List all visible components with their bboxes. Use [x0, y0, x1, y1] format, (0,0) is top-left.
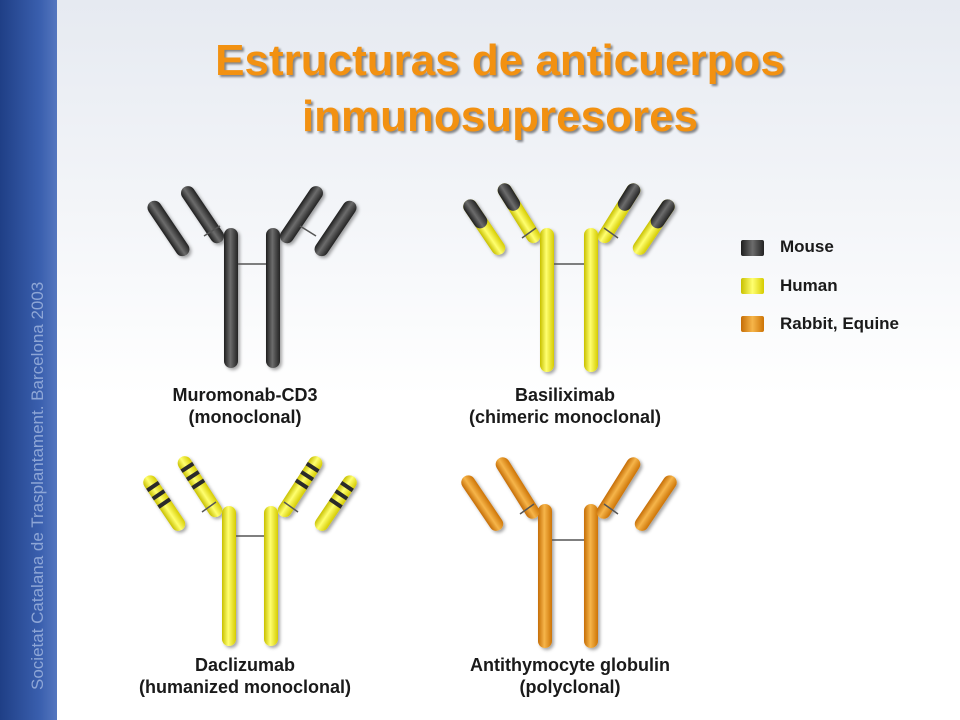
legend-swatch-mouse — [741, 240, 764, 256]
antibody-antithymocyte — [461, 457, 677, 648]
cdr-band — [294, 478, 309, 490]
caption-antithymocyte: Antithymocyte globulin (polyclonal) — [440, 654, 700, 698]
right-light-chain — [314, 200, 357, 257]
cdr-band — [151, 489, 166, 501]
cdr-band — [185, 470, 200, 482]
antibody-daclizumab-bonds — [201, 501, 299, 537]
page-title-line1: Estructuras de anticuerpos — [215, 36, 785, 85]
caption-muromonab-name: Muromonab-CD3 — [172, 385, 318, 405]
left-heavy-arm — [495, 457, 540, 519]
right-light-variable — [650, 199, 675, 229]
cdr-band — [157, 497, 172, 509]
caption-daclizumab: Daclizumab (humanized monoclonal) — [110, 654, 380, 698]
caption-muromonab-type: (monoclonal) — [188, 407, 302, 427]
antibody-basiliximab-bonds — [521, 227, 619, 265]
antibody-antithymocyte-bonds — [519, 503, 619, 541]
cdr-band — [146, 480, 160, 493]
left-heavy-arm — [177, 456, 223, 518]
caption-basiliximab-name: Basiliximab — [514, 385, 616, 405]
antibody-muromonab-bonds — [203, 225, 317, 265]
caption-daclizumab-name: Daclizumab — [194, 655, 296, 675]
right-heavy-arm — [596, 457, 641, 519]
left-light-chain — [147, 200, 190, 257]
caption-antithymocyte-type: (polyclonal) — [519, 677, 621, 697]
caption-antithymocyte-name: Antithymocyte globulin — [470, 655, 670, 675]
left-heavy-chain — [222, 506, 236, 646]
cdr-band — [340, 480, 354, 493]
legend-label-human: Human — [780, 276, 838, 295]
right-heavy-chain — [584, 228, 598, 372]
cdr-band — [300, 470, 315, 482]
right-light-chain — [634, 475, 677, 531]
cdr-band — [334, 489, 349, 501]
left-heavy-arm — [181, 186, 225, 244]
cdr-band — [305, 461, 320, 473]
legend-swatch-human — [741, 278, 764, 294]
right-heavy-variable — [617, 183, 641, 211]
left-heavy-chain — [538, 504, 552, 648]
legend-label-rabbit-equine: Rabbit, Equine — [780, 314, 899, 333]
left-heavy-chain — [540, 228, 554, 372]
legend-label-mouse: Mouse — [780, 237, 834, 256]
right-heavy-chain — [264, 506, 278, 646]
right-heavy-arm — [279, 186, 323, 244]
left-heavy-chain — [224, 228, 238, 368]
caption-muromonab: Muromonab-CD3 (monoclonal) — [140, 384, 350, 428]
cdr-band — [180, 461, 195, 473]
left-heavy-variable — [497, 183, 521, 211]
cdr-band — [328, 497, 343, 509]
antibody-basiliximab — [463, 183, 675, 372]
legend-swatch-rabbit-equine — [741, 316, 764, 332]
antibody-muromonab — [147, 186, 357, 368]
sidebar-band: Societat Catalana de Trasplantament. Bar… — [0, 0, 57, 720]
caption-basiliximab-type: (chimeric monoclonal) — [468, 407, 662, 427]
right-heavy-arm — [277, 456, 323, 518]
right-heavy-chain — [266, 228, 280, 368]
right-heavy-chain — [584, 504, 598, 648]
cdr-band — [191, 478, 206, 490]
left-light-variable — [463, 199, 488, 229]
caption-basiliximab: Basiliximab (chimeric monoclonal) — [440, 384, 690, 428]
caption-daclizumab-type: (humanized monoclonal) — [138, 677, 351, 697]
antibody-daclizumab — [143, 456, 357, 646]
left-light-chain — [461, 475, 504, 531]
page-title-line2: inmunosupresores — [301, 92, 699, 141]
